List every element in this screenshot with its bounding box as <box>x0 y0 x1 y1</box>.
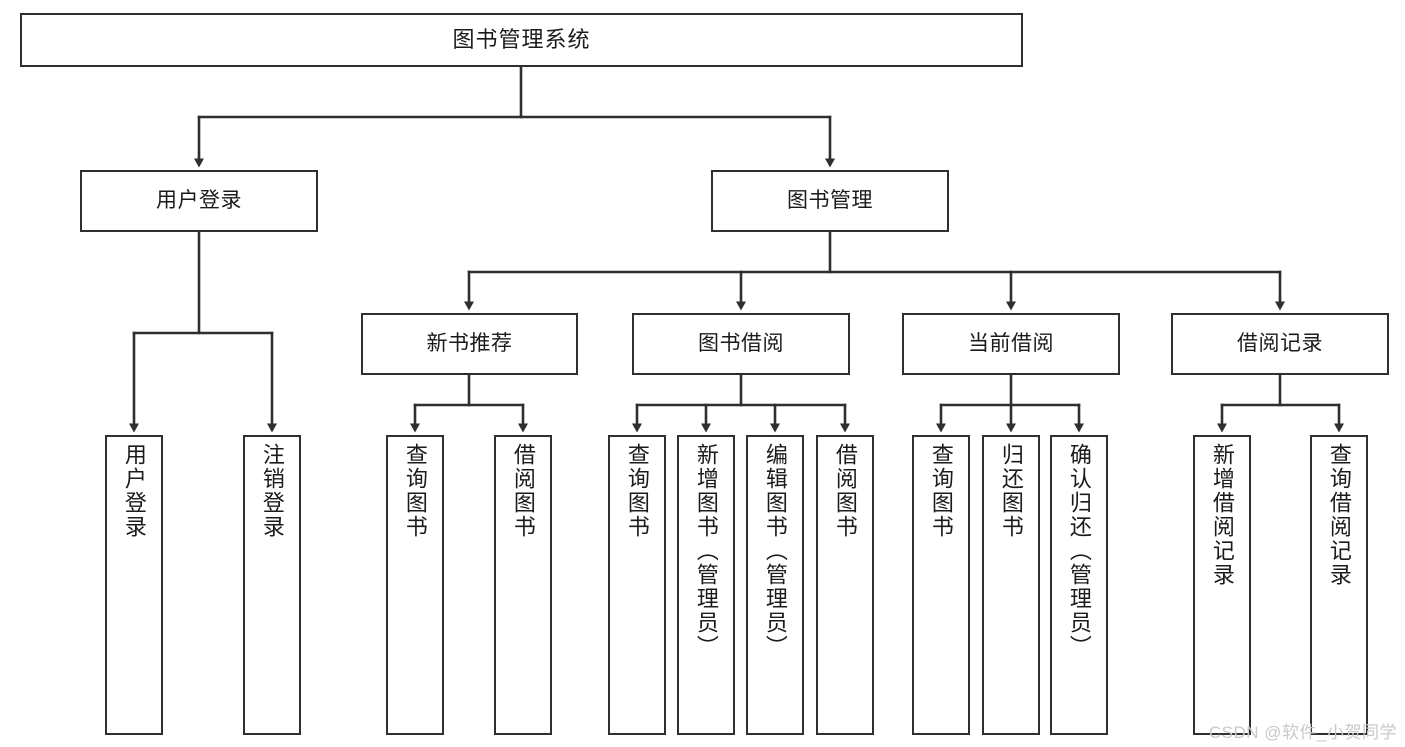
node-label: 新书推荐 <box>426 332 513 356</box>
leaf-user-login-logout[interactable]: 注销登录 <box>243 435 301 735</box>
node-label: 图书管理系统 <box>452 26 591 52</box>
node-label: 图书管理 <box>787 189 873 213</box>
node-new-book-recommend[interactable]: 新书推荐 <box>361 313 578 375</box>
node-label: 查询借阅记录 <box>1326 443 1352 587</box>
node-label: 新增图书（管理员） <box>693 443 719 659</box>
node-label: 查询图书 <box>402 443 428 539</box>
leaf-borrow-add-book-admin[interactable]: 新增图书（管理员） <box>677 435 735 735</box>
leaf-record-add-record[interactable]: 新增借阅记录 <box>1193 435 1251 735</box>
leaf-borrow-edit-book-admin[interactable]: 编辑图书（管理员） <box>746 435 804 735</box>
node-label: 编辑图书（管理员） <box>762 443 788 659</box>
node-label: 查询图书 <box>624 443 650 539</box>
node-label: 借阅图书 <box>510 443 536 539</box>
node-label: 用户登录 <box>121 443 147 539</box>
leaf-recommend-query-book[interactable]: 查询图书 <box>386 435 444 735</box>
node-label: 当前借阅 <box>968 332 1054 356</box>
leaf-borrow-query-book[interactable]: 查询图书 <box>608 435 666 735</box>
leaf-current-return-book[interactable]: 归还图书 <box>982 435 1040 735</box>
node-label: 新增借阅记录 <box>1209 443 1235 587</box>
node-label: 用户登录 <box>156 189 242 213</box>
leaf-user-login-login[interactable]: 用户登录 <box>105 435 163 735</box>
leaf-recommend-borrow-book[interactable]: 借阅图书 <box>494 435 552 735</box>
leaf-record-query-record[interactable]: 查询借阅记录 <box>1310 435 1368 735</box>
node-label: 图书借阅 <box>698 332 784 356</box>
leaf-borrow-borrow-book[interactable]: 借阅图书 <box>816 435 874 735</box>
node-label: 查询图书 <box>928 443 954 539</box>
node-label: 借阅图书 <box>832 443 858 539</box>
node-label: 归还图书 <box>998 443 1024 539</box>
node-user-login[interactable]: 用户登录 <box>80 170 318 232</box>
leaf-current-query-book[interactable]: 查询图书 <box>912 435 970 735</box>
node-borrow-record[interactable]: 借阅记录 <box>1171 313 1389 375</box>
node-label: 借阅记录 <box>1237 332 1323 356</box>
node-root-system[interactable]: 图书管理系统 <box>20 13 1023 67</box>
leaf-current-confirm-return-admin[interactable]: 确认归还（管理员） <box>1050 435 1108 735</box>
node-label: 注销登录 <box>259 443 285 539</box>
node-current-borrow[interactable]: 当前借阅 <box>902 313 1120 375</box>
node-book-management[interactable]: 图书管理 <box>711 170 949 232</box>
node-label: 确认归还（管理员） <box>1066 443 1092 659</box>
node-book-borrow[interactable]: 图书借阅 <box>632 313 850 375</box>
